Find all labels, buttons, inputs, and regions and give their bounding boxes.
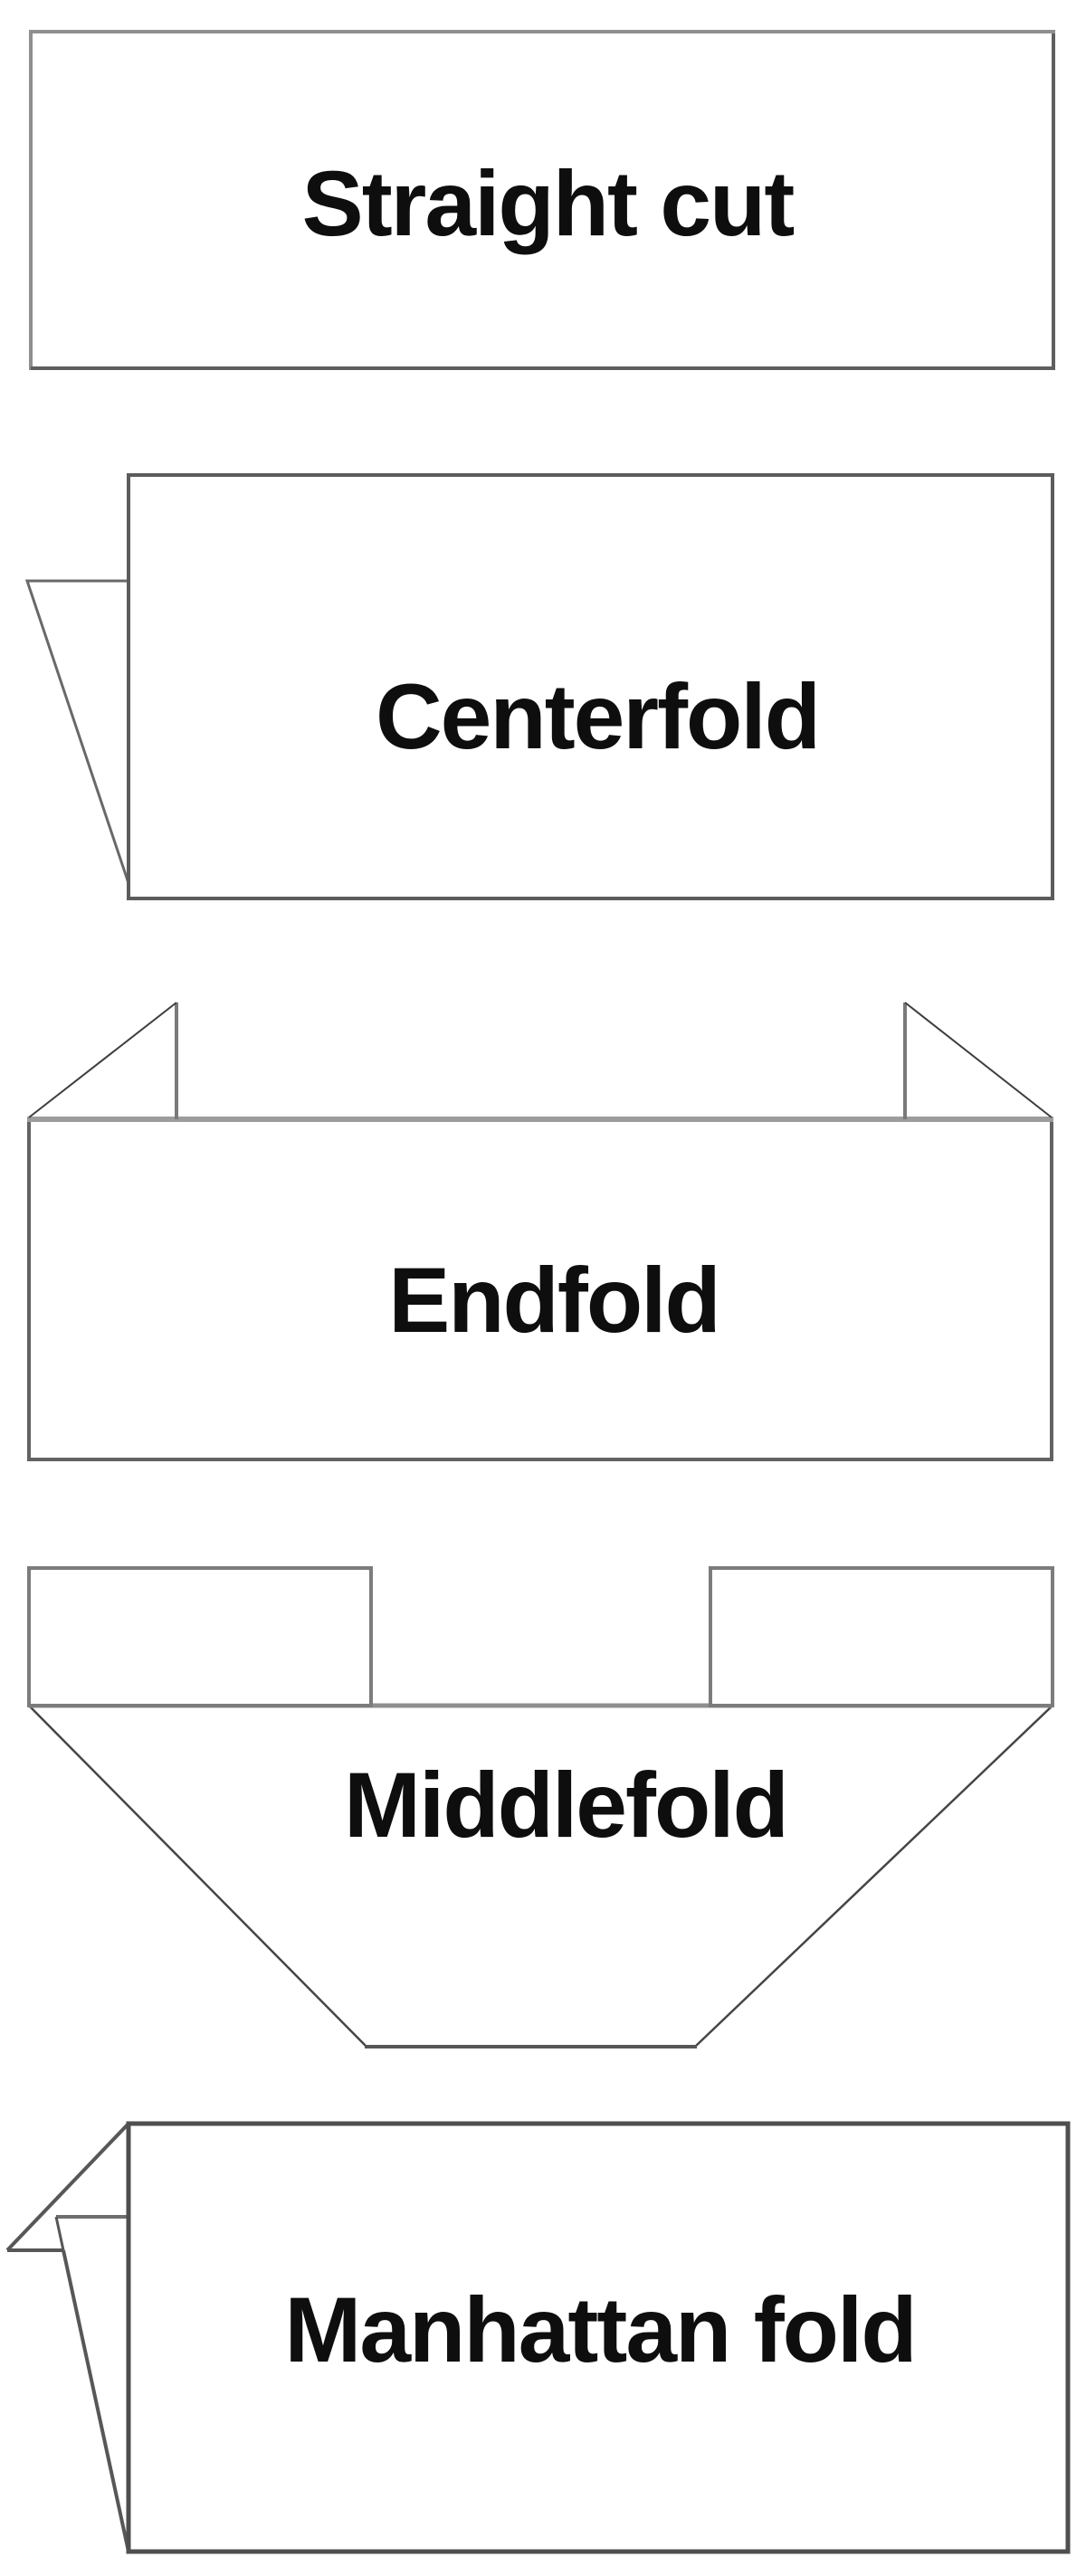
- endfold-drawing: [27, 1002, 1053, 1461]
- middlefold-label: Middlefold: [344, 1754, 789, 1857]
- straight-cut-drawing: [29, 30, 1055, 370]
- middlefold-drawing: [27, 1566, 1054, 2048]
- endfold-right-ear-fill: [905, 1004, 1052, 1119]
- middlefold-trapezoid-fill: [29, 1706, 1053, 2047]
- manhattan-inner-flap-diagonal: [62, 2249, 130, 2552]
- straight-cut-shadow-edge: [31, 33, 1055, 370]
- section-centerfold: Centerfold: [0, 452, 1086, 923]
- manhattan-outer-flap-diagonal: [5, 2122, 130, 2252]
- manhattan-rectangle: [126, 2121, 1071, 2554]
- middlefold-right-slant: [694, 1705, 1053, 2048]
- centerfold-left-flap: [24, 579, 134, 895]
- section-middlefold: Middlefold: [0, 1538, 1086, 2081]
- endfold-right-ear-diagonal: [904, 1002, 1053, 1118]
- straight-cut-rectangle: [29, 30, 1055, 370]
- endfold-rectangle: [27, 1117, 1053, 1461]
- manhattan-fold-drawing: [5, 2121, 1071, 2554]
- middlefold-left-slant: [28, 1705, 367, 2048]
- endfold-left-ear-fill: [29, 1004, 176, 1119]
- centerfold-rectangle: [127, 473, 1054, 900]
- section-manhattan-fold: Manhattan fold: [0, 2081, 1086, 2576]
- straight-cut-label: Straight cut: [301, 152, 795, 255]
- endfold-label: Endfold: [388, 1249, 721, 1352]
- centerfold-label: Centerfold: [376, 665, 821, 768]
- endfold-left-ear-diagonal: [28, 1002, 177, 1118]
- centerfold-drawing: [24, 473, 1054, 900]
- manhattan-inner-flap-left-edge: [54, 2216, 65, 2251]
- section-endfold: Endfold: [0, 977, 1086, 1484]
- manhattan-fold-label: Manhattan fold: [284, 2278, 917, 2381]
- section-straight-cut: Straight cut: [0, 0, 1086, 425]
- middlefold-left-tab: [27, 1566, 373, 1707]
- middlefold-right-tab: [709, 1566, 1054, 1707]
